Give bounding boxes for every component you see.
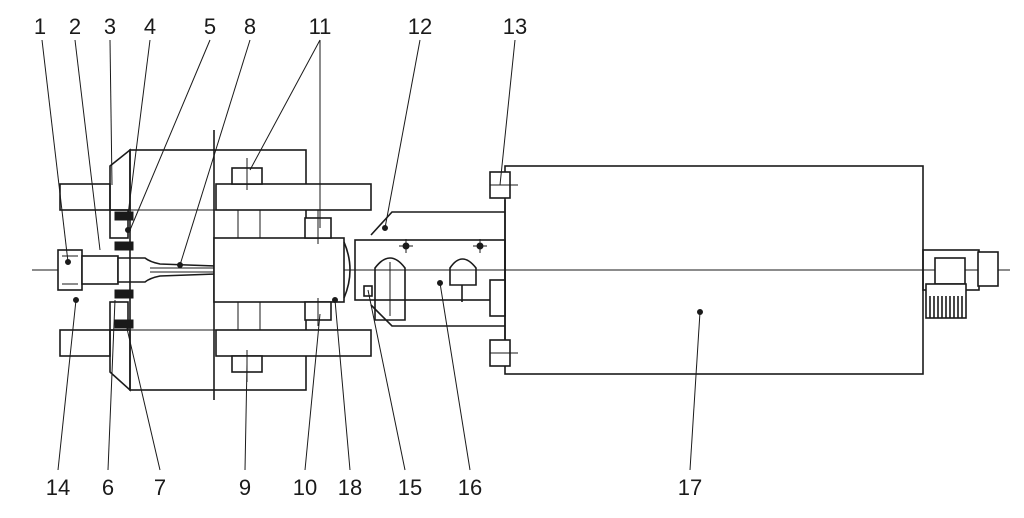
seal-rings <box>114 211 134 329</box>
callout-3: 3 <box>104 14 116 39</box>
electrical-connector <box>922 249 999 319</box>
callout-6: 6 <box>102 475 114 500</box>
callout-12: 12 <box>408 14 432 39</box>
callout-8: 8 <box>244 14 256 39</box>
callout-13: 13 <box>503 14 527 39</box>
callout-4: 4 <box>144 14 156 39</box>
callout-10: 10 <box>293 475 317 500</box>
leader-lines <box>41 39 701 471</box>
callout-18: 18 <box>338 475 362 500</box>
callout-7: 7 <box>154 475 166 500</box>
guide-bolts <box>231 158 351 382</box>
callout-17: 17 <box>678 475 702 500</box>
callout-1: 1 <box>34 14 46 39</box>
callout-16: 16 <box>458 475 482 500</box>
callout-9: 9 <box>239 475 251 500</box>
callout-labels: 1 2 3 4 5 8 11 12 13 14 6 7 9 10 18 15 1… <box>34 14 702 500</box>
callout-15: 15 <box>398 475 422 500</box>
callout-5: 5 <box>204 14 216 39</box>
callout-11: 11 <box>309 14 332 39</box>
main-body <box>129 130 372 400</box>
leader-dots <box>65 225 703 315</box>
callout-14: 14 <box>46 475 70 500</box>
callout-2: 2 <box>69 14 81 39</box>
needle-spindle <box>117 257 216 283</box>
